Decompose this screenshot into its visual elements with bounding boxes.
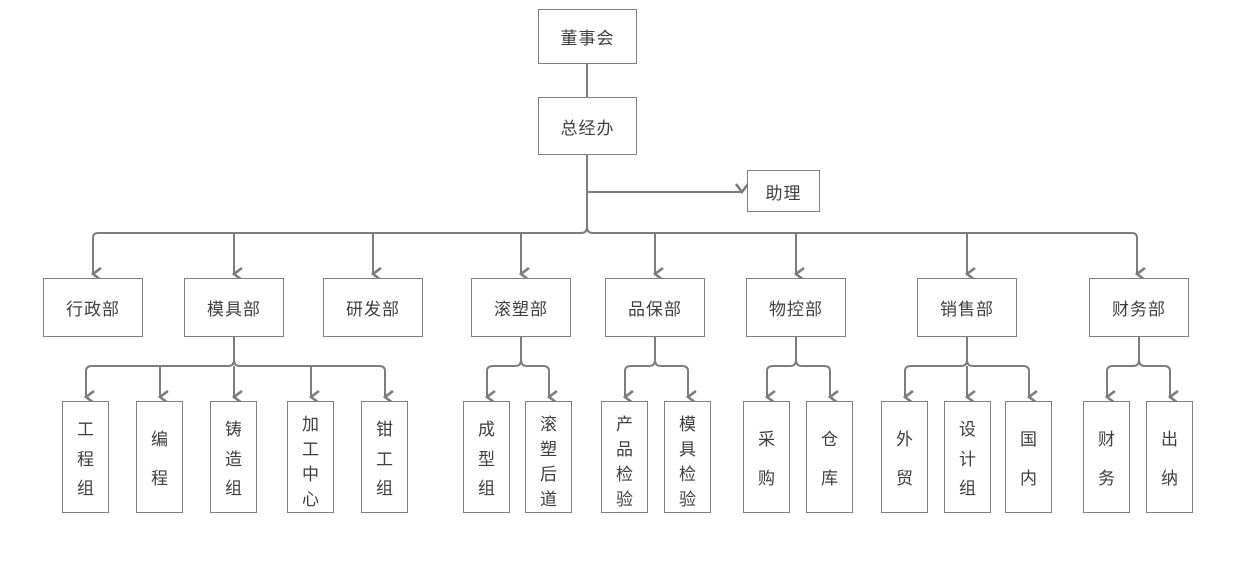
node-assistant: 助理 — [747, 170, 820, 212]
dept-label: 滚塑部 — [494, 300, 548, 320]
node-dept-rnd: 研发部 — [323, 278, 423, 337]
node-dept-material-control: 物控部 — [746, 278, 846, 337]
node-label: 铸造组 — [225, 419, 242, 500]
node-label: 模具检验 — [679, 415, 696, 510]
node-warehouse: 仓库 — [806, 401, 853, 513]
node-dept-finance: 财务部 — [1089, 278, 1189, 337]
node-rotomolding-finishing: 滚塑后道 — [525, 401, 572, 513]
node-programming: 编程 — [136, 401, 183, 513]
node-label: 外贸 — [896, 429, 913, 490]
node-label: 编程 — [151, 429, 168, 490]
dept-label: 研发部 — [346, 300, 400, 320]
node-dept-mold: 模具部 — [184, 278, 284, 337]
node-dept-rotomolding: 滚塑部 — [471, 278, 571, 337]
node-label: 成型组 — [478, 419, 495, 500]
node-label: 国内 — [1020, 429, 1037, 490]
node-dept-admin: 行政部 — [43, 278, 143, 337]
dept-label: 销售部 — [940, 300, 994, 320]
node-label: 加工中心 — [302, 415, 319, 510]
node-purchasing: 采购 — [743, 401, 790, 513]
node-board: 董事会 — [538, 9, 637, 64]
node-label: 财务 — [1098, 429, 1115, 490]
dept-label: 模具部 — [207, 300, 261, 320]
node-molding-group: 成型组 — [463, 401, 510, 513]
node-label: 采购 — [758, 429, 775, 490]
node-board-label: 董事会 — [560, 29, 615, 49]
node-fitter-group: 钳工组 — [361, 401, 408, 513]
node-label: 设计组 — [959, 419, 976, 500]
dept-label: 品保部 — [628, 300, 682, 320]
node-label: 出纳 — [1161, 429, 1178, 490]
node-machining-center: 加工中心 — [287, 401, 334, 513]
node-foreign-trade: 外贸 — [881, 401, 928, 513]
node-dept-qa: 品保部 — [605, 278, 705, 337]
node-label: 工程组 — [77, 419, 94, 500]
node-gm-office: 总经办 — [538, 97, 637, 155]
dept-label: 财务部 — [1112, 300, 1166, 320]
node-dept-sales: 销售部 — [917, 278, 1017, 337]
dept-label: 行政部 — [66, 300, 120, 320]
node-design-group: 设计组 — [944, 401, 991, 513]
dept-label: 物控部 — [769, 300, 823, 320]
node-product-inspection: 产品检验 — [601, 401, 648, 513]
node-gm-office-label: 总经办 — [560, 118, 615, 139]
node-domestic-sales: 国内 — [1005, 401, 1052, 513]
node-label: 仓库 — [821, 429, 838, 490]
node-mold-inspection: 模具检验 — [664, 401, 711, 513]
node-label: 产品检验 — [616, 415, 633, 510]
node-label: 滚塑后道 — [540, 415, 557, 510]
node-finance: 财务 — [1083, 401, 1130, 513]
node-assistant-label: 助理 — [765, 183, 802, 204]
node-casting-group: 铸造组 — [210, 401, 257, 513]
node-cashier: 出纳 — [1146, 401, 1193, 513]
node-label: 钳工组 — [376, 419, 393, 500]
node-engineering-group: 工程组 — [62, 401, 109, 513]
